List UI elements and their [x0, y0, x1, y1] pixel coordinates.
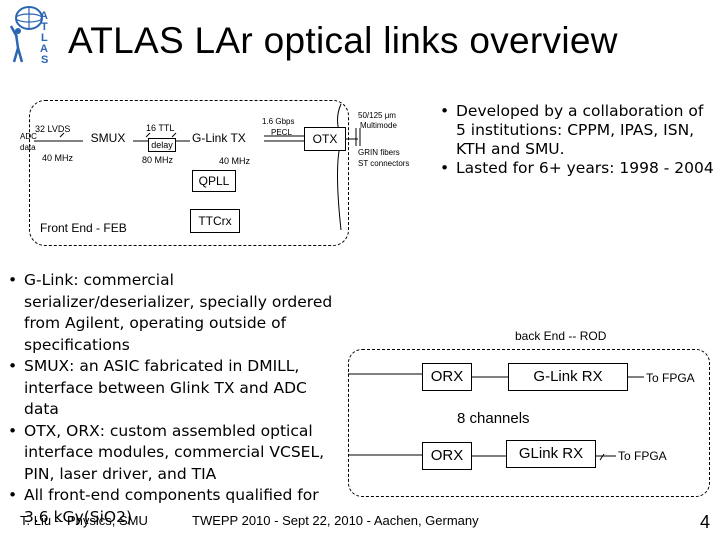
- to-fpga-label: To FPGA: [618, 449, 667, 463]
- delay-block: delay: [148, 138, 176, 152]
- page-number: 4: [699, 512, 710, 532]
- clock-40-label: 40 MHz: [42, 153, 74, 163]
- atlas-figure-icon: [9, 6, 43, 63]
- adc-label: ADC: [20, 132, 37, 141]
- logo-letter: A: [40, 10, 48, 22]
- st-connectors-label: ST connectors: [358, 159, 410, 168]
- multimode-label: Multimode: [360, 121, 397, 130]
- atlas-logo: A T L A S: [4, 4, 54, 66]
- footer-author: T. Liu -- Physics, SMU: [20, 513, 148, 528]
- orx-block: ORX: [422, 442, 472, 470]
- footer-event: TWEPP 2010 - Sept 22, 2010 - Aachen, Ger…: [192, 513, 479, 528]
- bullet-item: OTX, ORX: custom assembled optical inter…: [8, 421, 338, 486]
- slide-title: ATLAS LAr optical links overview: [68, 20, 618, 61]
- glink-tx-block: G-Link TX: [192, 131, 246, 145]
- left-bullet-list: G-Link: commercial serializer/deserializ…: [8, 270, 338, 528]
- pecl-label: PECL: [271, 128, 292, 137]
- bullet-item: SMUX: an ASIC fabricated in DMILL, inter…: [8, 356, 338, 421]
- smux-block: SMUX: [83, 127, 133, 152]
- data-label: data: [20, 143, 36, 152]
- logo-letter: A: [40, 43, 48, 55]
- gbps-label: 1.6 Gbps: [262, 117, 295, 126]
- logo-letter: T: [41, 21, 48, 33]
- front-end-region: [29, 100, 349, 246]
- otx-block: OTX: [304, 127, 346, 151]
- glink-rx-block: GLink RX: [506, 440, 596, 468]
- logo-letter: L: [41, 32, 48, 44]
- qpll-block: QPLL: [192, 170, 236, 192]
- to-fpga-label: To FPGA: [646, 371, 695, 385]
- back-end-label: back End -- ROD: [515, 329, 607, 343]
- clock-40b-label: 40 MHz: [219, 156, 251, 166]
- ttcrx-block: TTCrx: [190, 209, 240, 233]
- ttl-label: 16 TTL: [146, 123, 175, 133]
- clock-80-label: 80 MHz: [142, 155, 174, 165]
- bullet-item: Developed by a collaboration of 5 instit…: [440, 102, 716, 159]
- channels-label: 8 channels: [457, 410, 530, 427]
- orx-block: ORX: [422, 363, 472, 391]
- back-end-region: [348, 349, 710, 497]
- front-end-label: Front End - FEB: [40, 221, 127, 235]
- fiber-type-label: 50/125 μm: [358, 111, 396, 120]
- right-bullet-list: Developed by a collaboration of 5 instit…: [440, 102, 716, 178]
- bullet-item: G-Link: commercial serializer/deserializ…: [8, 270, 338, 356]
- grin-label: GRIN fibers: [358, 148, 400, 157]
- logo-letter: S: [41, 54, 49, 66]
- bullet-item: All front-end components qualified for 3…: [8, 485, 338, 528]
- bullet-item: Lasted for 6+ years: 1998 - 2004: [440, 159, 716, 178]
- glink-rx-block: G-Link RX: [508, 363, 628, 391]
- lvds-label: 32 LVDS: [35, 124, 71, 134]
